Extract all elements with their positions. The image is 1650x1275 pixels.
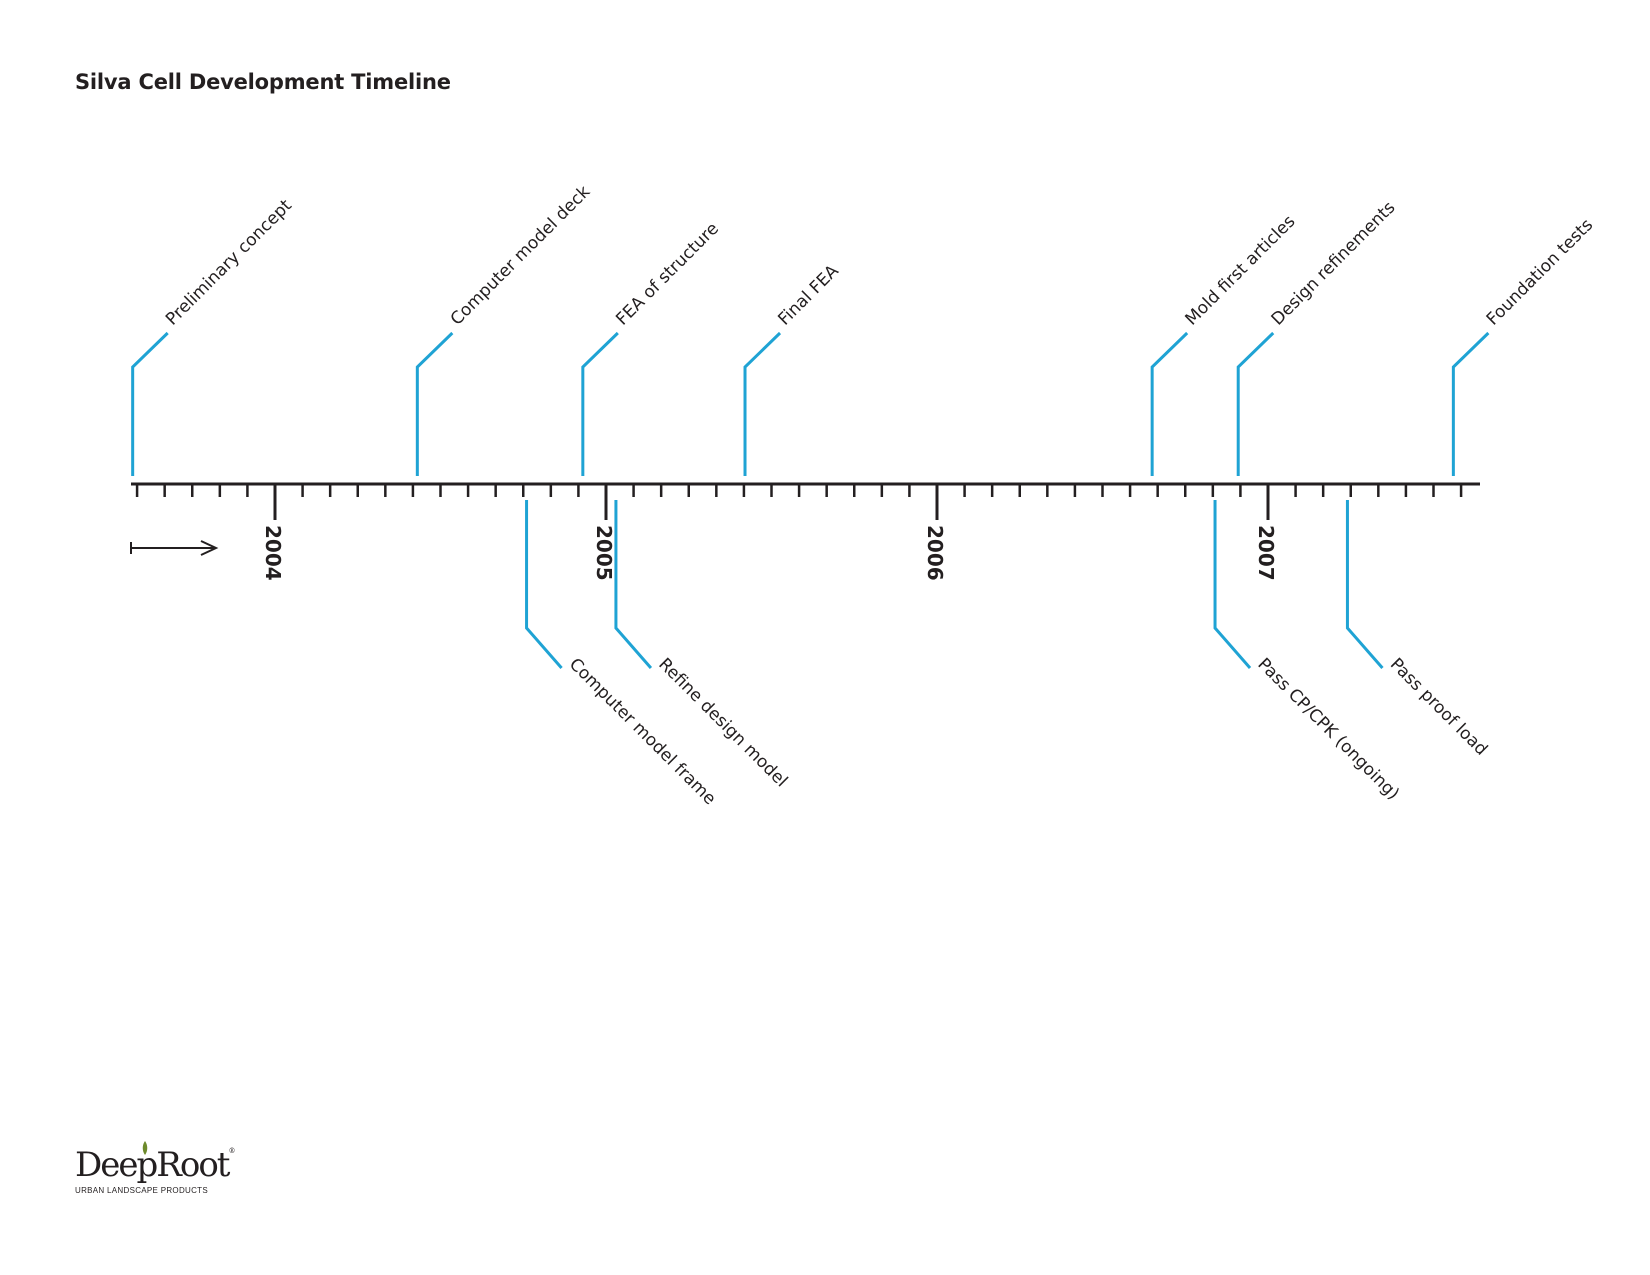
event-above: Preliminary concept [131,196,296,476]
event-label: FEA of structure [612,219,723,330]
event-label: Foundation tests [1483,215,1598,330]
year-labels: 2004 2005 2006 2007 [261,484,1278,581]
event-connector [1345,500,1384,669]
timeline-axis [131,482,1480,497]
event-connector [1150,331,1189,476]
event-connector [743,331,782,476]
event-above: FEA of structure [581,219,723,476]
year-label: 2007 [1254,525,1278,581]
event-above: Computer model deck [415,182,595,476]
event-connector [1236,331,1275,476]
logo-name: DeepRoot [75,1145,230,1185]
event-connector [131,331,169,476]
event-label: Pass proof load [1386,654,1491,759]
event-above: Mold first articles [1150,211,1300,476]
year-label: 2005 [592,525,616,581]
event-connector [415,331,454,476]
event-connector [581,331,619,476]
event-label: Preliminary concept [162,196,296,330]
logo-tagline: URBAN LANDSCAPE PRODUCTS [75,1186,209,1195]
event-label: Pass CP/CPK (ongoing) [1254,654,1404,804]
leaf-icon [142,1141,148,1155]
year-label: 2004 [261,525,285,581]
event-below: Computer model frame [525,500,720,809]
event-above: Final FEA [743,261,843,476]
event-above: Foundation tests [1451,215,1598,476]
page-title: Silva Cell Development Timeline [75,70,451,94]
event-connector [525,500,563,669]
registered-mark: ® [228,1147,236,1155]
year-label: 2006 [923,525,947,581]
event-label: Computer model deck [447,182,595,330]
event-below: Refine design model [614,500,791,791]
deeproot-logo: DeepRoot® URBAN LANDSCAPE PRODUCTS [75,1141,236,1195]
event-below: Pass CP/CPK (ongoing) [1213,500,1404,804]
event-below: Pass proof load [1345,500,1491,760]
direction-arrow-icon [130,540,219,556]
event-label: Final FEA [774,261,843,330]
event-connector [1213,500,1252,669]
event-connector [614,500,653,669]
event-label: Computer model frame [565,654,720,809]
event-connector [1451,331,1490,476]
